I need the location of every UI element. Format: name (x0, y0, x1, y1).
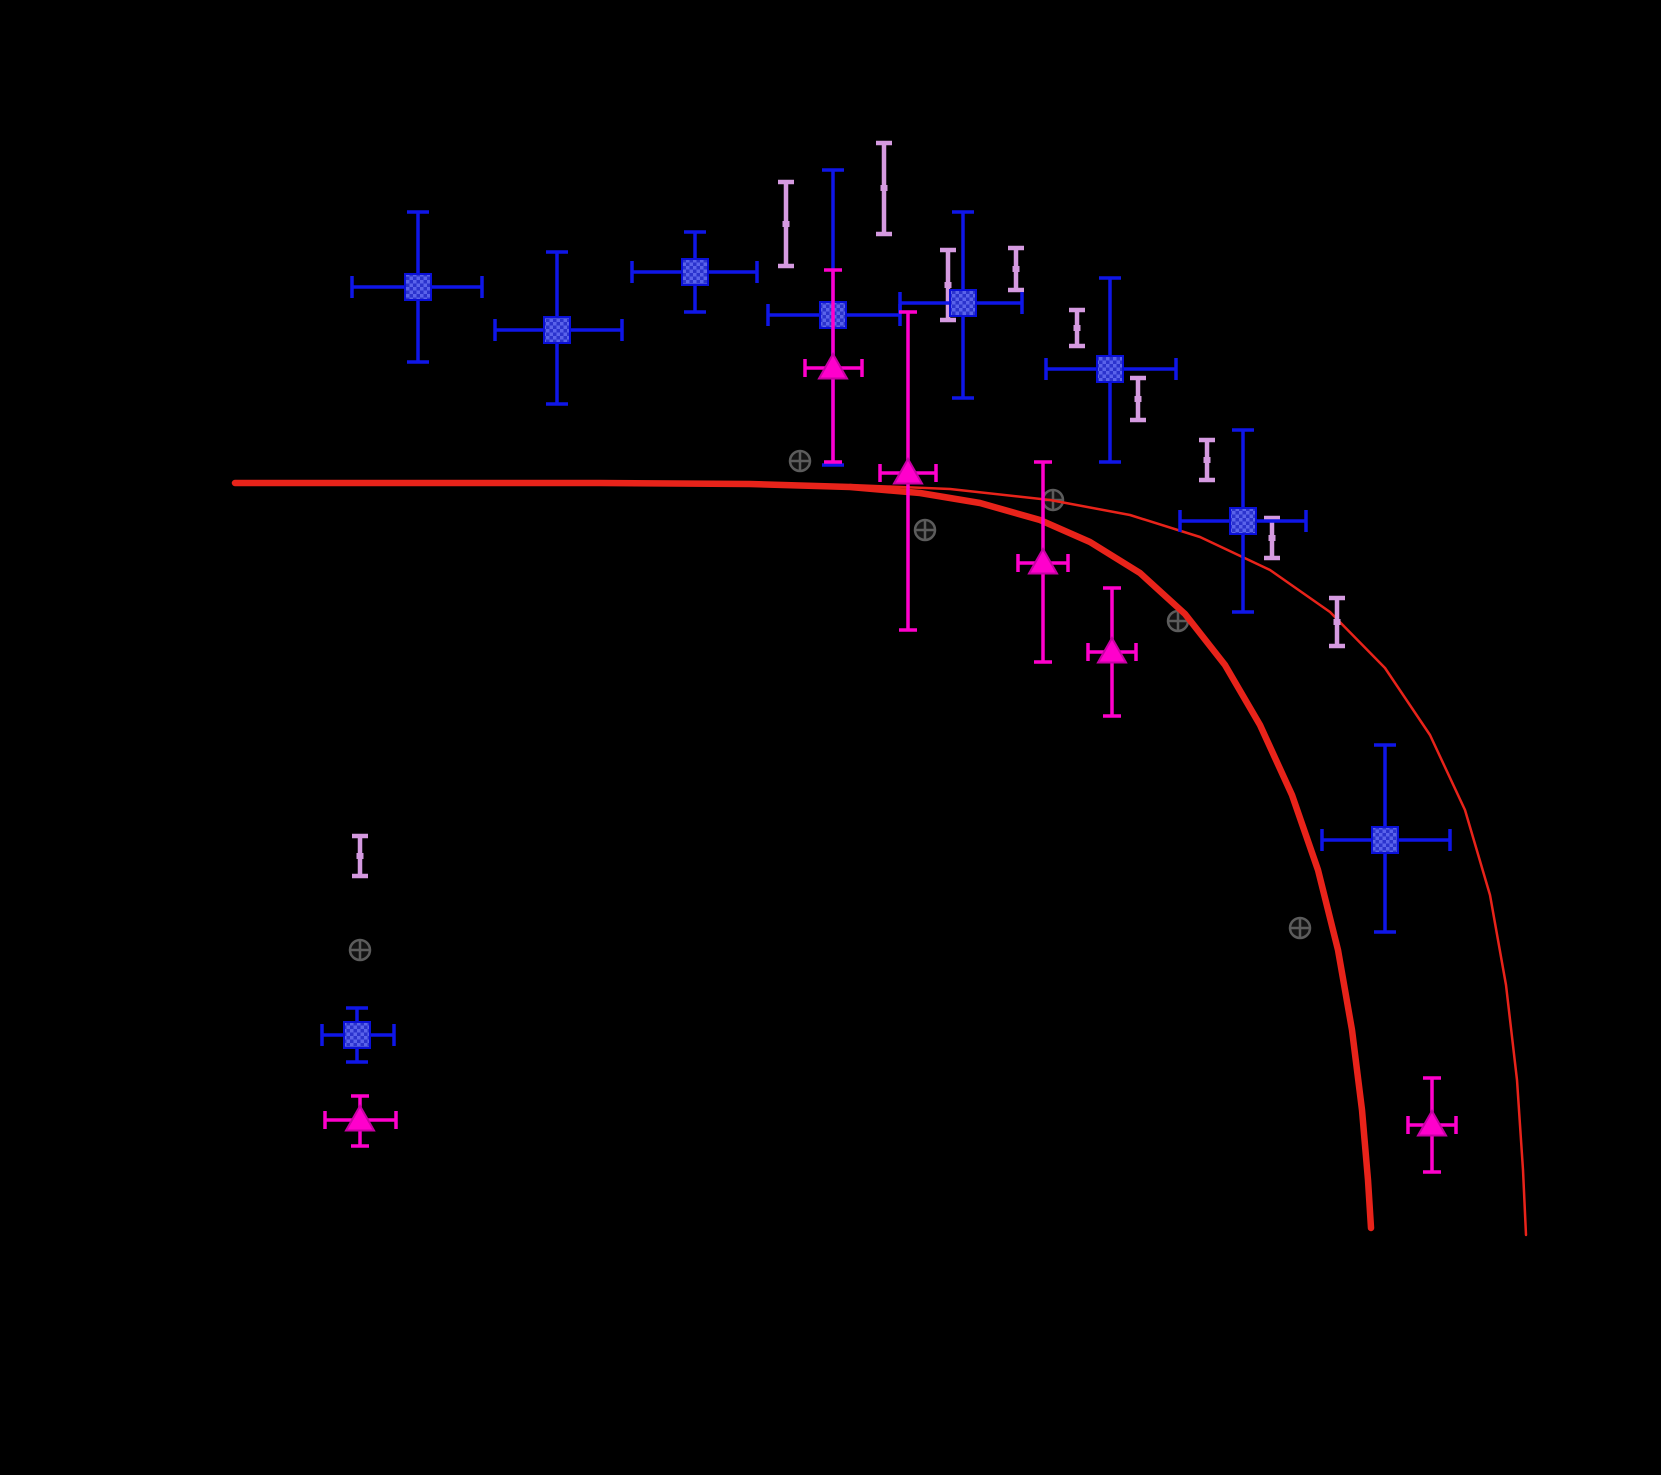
plum-bars-point (352, 833, 368, 879)
plum-bars-point (940, 247, 956, 323)
magenta-triangles-point (803, 268, 864, 464)
triangle-marker (344, 1103, 376, 1132)
square-marker (1096, 355, 1124, 383)
gray-circles-point (348, 938, 372, 962)
square-marker (681, 258, 709, 286)
gray-circles-point (1288, 916, 1312, 940)
gray-circles-point (788, 449, 812, 473)
magenta-triangles-point (1406, 1076, 1458, 1174)
square-marker (343, 1021, 371, 1049)
gray-circles-point (913, 518, 937, 542)
plum-bars-point (1069, 307, 1085, 349)
triangle-marker (1027, 546, 1059, 575)
square-marker (404, 273, 432, 301)
square-marker (949, 289, 977, 317)
model-curves-layer (231, 479, 1528, 1237)
blue-squares-point (350, 210, 484, 364)
magenta-triangles-point (1086, 586, 1138, 718)
model-curve-thick (231, 479, 1375, 1232)
magenta-triangles-point (323, 1094, 398, 1148)
triangle-marker (1096, 635, 1128, 664)
square-marker (1371, 826, 1399, 854)
triangle-marker (892, 456, 924, 485)
plum-bars-point (876, 140, 892, 237)
model-curve-thin (848, 483, 1528, 1237)
blue-squares-point (898, 210, 1024, 400)
triangle-marker (1416, 1108, 1448, 1137)
magenta-triangles-point (1016, 460, 1070, 664)
magenta-triangles-point (878, 310, 938, 632)
magenta-points-layer (803, 268, 1458, 1174)
plum-bars-point (1329, 595, 1345, 649)
blue-squares-point (630, 230, 759, 314)
blue-squares-point (1044, 276, 1178, 464)
plum-bars-point (1130, 375, 1146, 423)
plum-bars-point (1264, 515, 1280, 561)
blue-squares-point (320, 1006, 396, 1064)
plum-bars-point (1199, 437, 1215, 483)
plum-bars-point (778, 179, 794, 269)
triangle-marker (817, 351, 849, 380)
square-marker (543, 316, 571, 344)
blue-squares-point (1320, 743, 1452, 934)
plum-points-layer (778, 140, 1345, 649)
square-marker (1229, 507, 1257, 535)
blue-squares-point (1178, 428, 1308, 614)
legend (320, 833, 398, 1148)
plum-bars-point (1008, 245, 1024, 293)
blue-squares-point (493, 250, 624, 406)
